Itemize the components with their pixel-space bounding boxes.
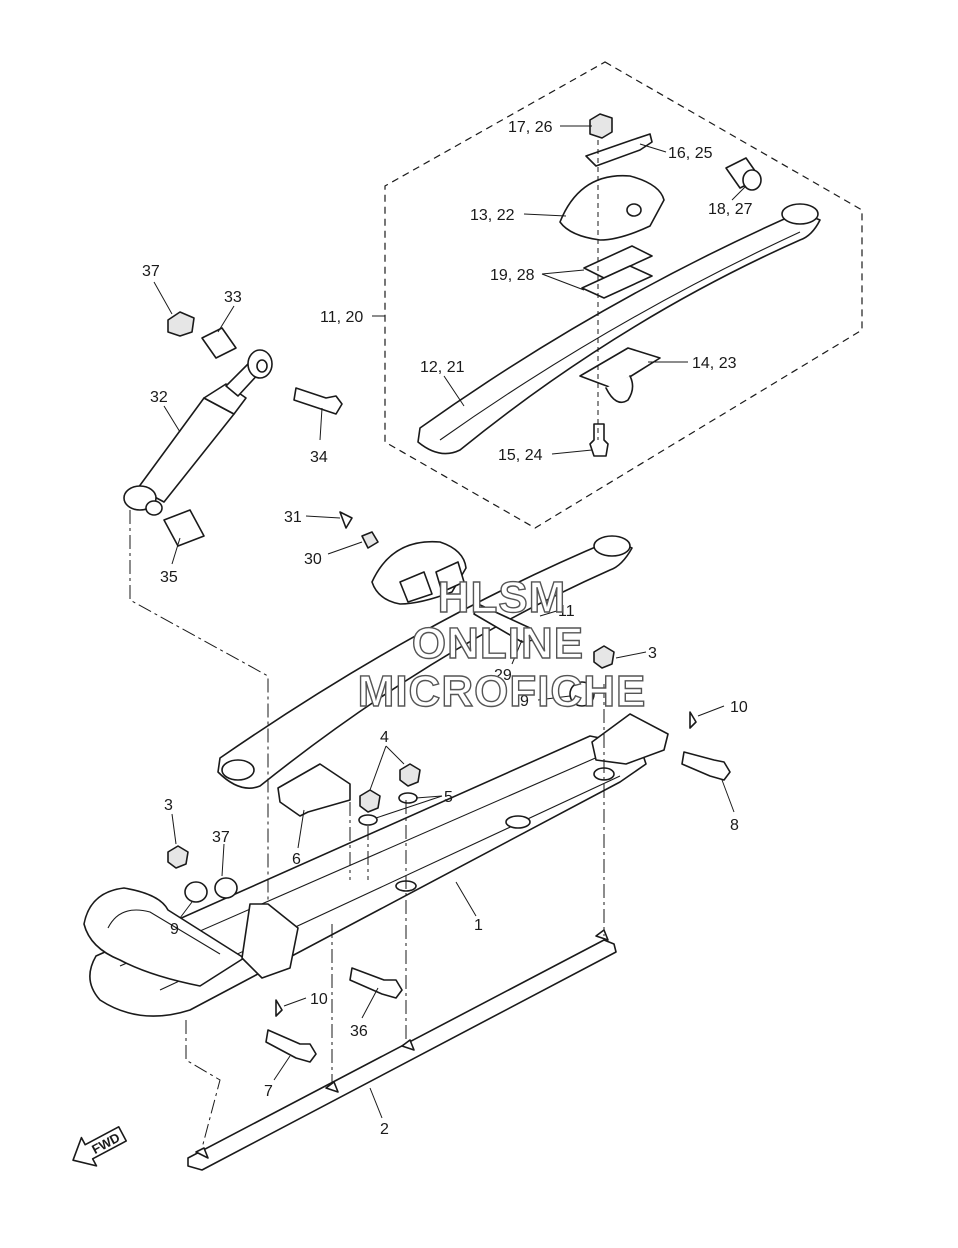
kit-boundary — [384, 61, 863, 529]
callout-2: 2 — [380, 1121, 389, 1138]
callout-30: 30 — [304, 551, 322, 568]
nut-4b — [399, 763, 421, 787]
callout-10-right: 10 — [730, 699, 748, 716]
callout-3-left: 3 — [164, 797, 173, 814]
fwd-arrow: FWD — [72, 1126, 128, 1167]
fwd-label: FWD — [89, 1130, 122, 1157]
pin-10a — [689, 711, 697, 729]
bolt-15 — [589, 423, 609, 457]
cap-37a — [167, 311, 195, 337]
callout-11: 11 — [558, 603, 575, 620]
nut-3b — [167, 845, 189, 869]
bolt-36 — [349, 967, 403, 999]
plate-19b — [581, 265, 653, 299]
callout-32: 32 — [150, 389, 168, 406]
leader-lines — [153, 125, 747, 1119]
callout-11-20: 11, 20 — [320, 309, 363, 326]
callout-12-21: 12, 21 — [420, 359, 465, 376]
plate-19a — [583, 245, 653, 279]
callout-35: 35 — [160, 569, 178, 586]
rear-bracket — [591, 713, 669, 765]
callout-labels: 17, 26 16, 25 18, 27 13, 22 19, 28 11, 2… — [142, 119, 753, 1138]
runner-2 — [187, 939, 617, 1171]
callout-1: 1 — [474, 917, 483, 934]
callout-36: 36 — [350, 1023, 368, 1040]
callout-17-26: 17, 26 — [508, 119, 553, 136]
callout-19-28: 19, 28 — [490, 267, 535, 284]
bolt-29 — [473, 603, 535, 643]
saddle-13 — [559, 174, 665, 241]
bolt-34 — [293, 387, 343, 415]
callout-37-bottom: 37 — [212, 829, 230, 846]
callout-5: 5 — [444, 789, 453, 806]
shock-body-32 — [137, 397, 235, 503]
callout-33: 33 — [224, 289, 242, 306]
callout-29: 29 — [494, 667, 512, 684]
callout-13-22: 13, 22 — [470, 207, 515, 224]
front-bracket — [241, 903, 299, 979]
clamp-16 — [585, 133, 653, 167]
watermark-line3: MICROFICHE — [358, 667, 647, 716]
nut-17 — [589, 113, 613, 139]
pin-31 — [339, 511, 353, 529]
leaf-spring-lower — [217, 511, 633, 789]
washer-5a — [358, 814, 378, 826]
leaf-spring-upper — [417, 211, 821, 455]
callout-9-right: 9 — [520, 693, 529, 710]
bolt-8 — [681, 751, 731, 781]
bushing-9b — [184, 881, 208, 903]
washer-5b — [398, 792, 418, 804]
callout-6: 6 — [292, 851, 301, 868]
nut-3a — [593, 645, 615, 669]
collar-33 — [201, 327, 237, 359]
leaf-spring-kit — [417, 113, 821, 457]
shock-absorber — [123, 311, 343, 547]
callout-3-right: 3 — [648, 645, 657, 662]
callout-9-left: 9 — [170, 921, 179, 938]
callout-31: 31 — [284, 509, 302, 526]
callout-16-25: 16, 25 — [668, 145, 713, 162]
callout-4: 4 — [380, 729, 389, 746]
bracket-6 — [277, 763, 351, 817]
collar-35 — [163, 509, 205, 547]
callout-14-23: 14, 23 — [692, 355, 737, 372]
callout-18-27: 18, 27 — [708, 201, 753, 218]
nut-4a — [359, 789, 381, 813]
callout-8: 8 — [730, 817, 739, 834]
nut-30 — [361, 531, 379, 549]
bushing-37b — [214, 877, 238, 899]
watermark-line2: ONLINE — [412, 619, 584, 668]
callout-37-top: 37 — [142, 263, 160, 280]
callout-10-left: 10 — [310, 991, 328, 1008]
plate-14 — [579, 347, 661, 389]
bushing-9a — [569, 681, 595, 707]
callout-34: 34 — [310, 449, 328, 466]
watermark: HLSM ONLINE MICROFICHE — [357, 572, 647, 716]
pin-10b — [275, 999, 283, 1017]
callout-7: 7 — [264, 1083, 273, 1100]
callout-15-24: 15, 24 — [498, 447, 543, 464]
bolt-7 — [265, 1029, 317, 1063]
watermark-line1: HLSM — [438, 573, 567, 622]
